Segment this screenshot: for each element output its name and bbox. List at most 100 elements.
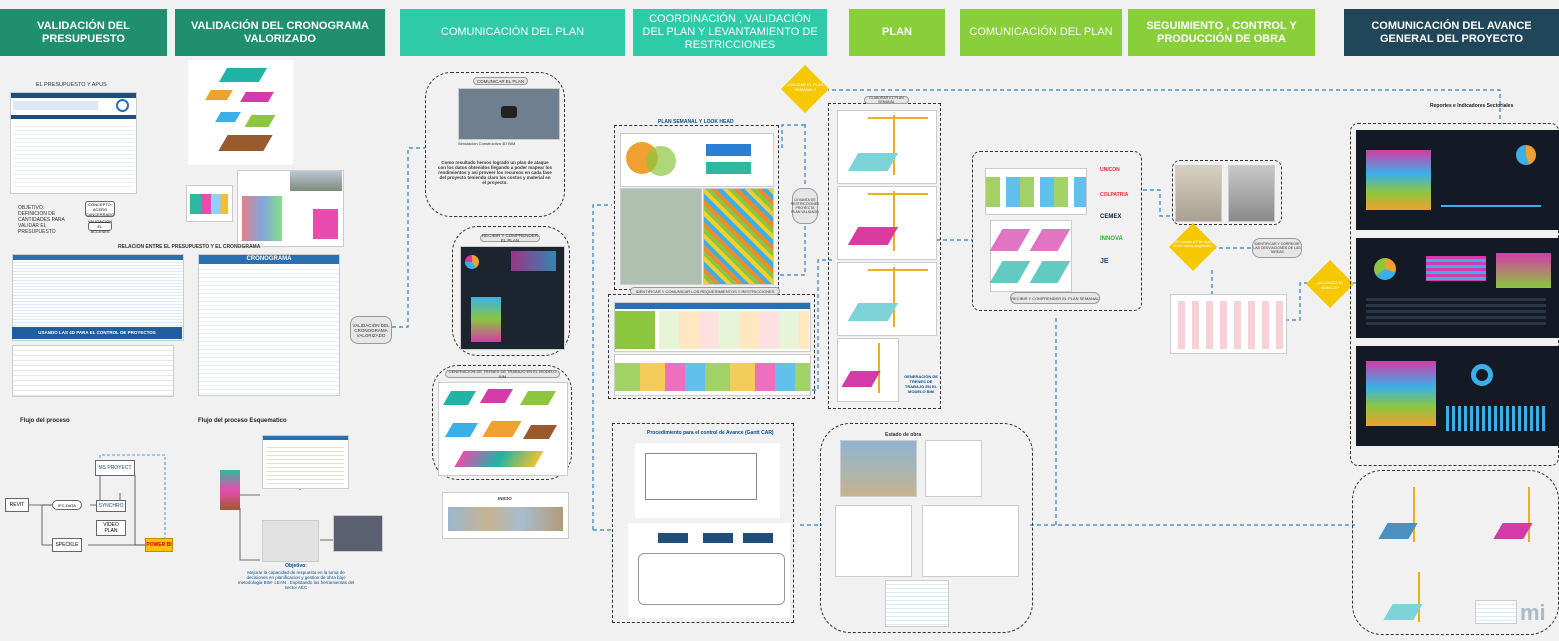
- revit-node: REVIT: [5, 498, 29, 512]
- avance-table: [1475, 600, 1517, 624]
- crane-model-1: [837, 110, 937, 184]
- validar-plan-text: ¿VALIDAR EL PLAN SEMANAL?: [786, 82, 824, 92]
- speckle-node: SPECKLE: [52, 538, 82, 552]
- dashboard-3: [1356, 346, 1559, 446]
- header-comunicacion-plan-2: COMUNICACIÓN DEL PLAN: [960, 9, 1122, 56]
- recibir-plan-group: [452, 226, 570, 356]
- video-plan-node: VIDEO PLAN: [96, 520, 126, 536]
- dashboard-1: [1356, 130, 1559, 230]
- relacion-sheet: [12, 254, 184, 341]
- validacion-box: VALIDACION EL ACCESES: [88, 219, 112, 234]
- plan-semanal-title: PLAN SEMANAL Y LOOK HEAD: [655, 119, 737, 125]
- gantt-thumb: [186, 185, 233, 222]
- inicio-box: INICIO: [442, 492, 569, 539]
- exploded-model: [188, 60, 293, 165]
- logo-3: CEMEX: [1100, 214, 1122, 220]
- photo-collage: [237, 170, 344, 247]
- ifc-node: IFC-DATA: [52, 500, 82, 510]
- comunicar-plan-group: [425, 72, 565, 217]
- meeting-photos: [620, 188, 702, 285]
- lookahead-chart: [620, 133, 774, 187]
- logo-1: UNICON: [1100, 167, 1120, 173]
- comunicar-plan-label: COMUNICAR EL PLAN: [473, 77, 528, 85]
- video-caption: Simulacion Constructiva 4D BIM: [458, 141, 516, 146]
- generacion-label: GENERACIÓN DE TRENES DE TRABAJO EN EL MO…: [904, 374, 938, 394]
- concepto-box: CONCEPTO: ACERO CANCERRADO: [85, 201, 115, 217]
- header-validacion-cronograma: VALIDACIÓN DEL CRONOGRAMA VALORIZADO: [175, 9, 385, 56]
- msproject-node: MS PROYECT: [95, 460, 135, 476]
- blue-note: USANDO LAS 4D PARA EL CONTROL DE PROYECT…: [12, 327, 182, 339]
- avance-model-3: [1380, 570, 1440, 630]
- synchro-node: SYNCHRO: [96, 500, 126, 512]
- site-photo-1: [1175, 165, 1222, 222]
- budget-sheet: [10, 92, 137, 194]
- flujo-proceso-title: Flujo del proceso: [20, 418, 70, 424]
- flujo-esquematico-title: Flujo del proceso Esquematico: [198, 418, 287, 424]
- plan-models: [989, 220, 1072, 292]
- crane-model-4: [837, 338, 899, 402]
- restricciones-table: [614, 302, 811, 352]
- budget-title: EL PRESUPUESTO Y APUS: [36, 82, 107, 88]
- dashboard-2: [1356, 238, 1559, 338]
- trenes-thumb: [438, 382, 568, 476]
- control-table: [1170, 294, 1287, 354]
- plan-table: [985, 168, 1087, 215]
- desviaciones-pill: IDENTIFICAR Y CORREGIR LAS DESVIACIONES …: [1252, 238, 1302, 258]
- procedimiento-flow: [635, 443, 780, 518]
- obra-photo: [840, 440, 917, 497]
- estado-group: [820, 423, 1033, 633]
- video-screen: [333, 515, 383, 552]
- site-photo-2: [1228, 165, 1275, 222]
- video-desc: Como resultado hemos logrado un plan de …: [437, 160, 553, 185]
- header-seguimiento: SEGUIMIENTO , CONTROL Y PRODUCCIÓN DE OB…: [1128, 9, 1315, 56]
- logo-5: JE: [1100, 258, 1109, 265]
- reportes-title: Reportes e Indicadores Sectoriales: [1430, 103, 1514, 109]
- obra-table: [885, 580, 949, 627]
- procedimiento-group: [612, 423, 794, 623]
- levanta-pill: LEVANTA DE RESTRICCIONES PROYECTA PLAN V…: [791, 188, 819, 224]
- relacion-title: RELACION ENTRE EL PRESUPUESTO Y EL CRONO…: [118, 244, 261, 250]
- validacion-cronograma-pill: VALIDACIÓN DEL CRONOGRAMA VALORIZADO: [350, 316, 392, 344]
- obra-model-2: [835, 505, 912, 577]
- sticky-board: [703, 188, 774, 285]
- procedimiento-title: Procedimiento para el control de Avance …: [647, 430, 774, 436]
- plan-label: ELABORAR EL PLAN SEMANAL: [864, 96, 909, 104]
- estado-title: Estado de obra: [885, 432, 922, 438]
- alcanzo-avance-text: ¿ALCANZÓ EL AVANCE?: [1316, 280, 1344, 290]
- crane-model-3: [837, 262, 937, 336]
- synchro-screen: [262, 520, 319, 562]
- objetivo-note: OBJETIVO: DEFINICION DE CANTIDADES PARA …: [18, 205, 65, 235]
- procedimiento-cycle: [628, 523, 790, 618]
- inicio-label: INICIO: [498, 496, 512, 501]
- dashboard-thumb: [460, 246, 565, 350]
- msproject-screen: [262, 435, 349, 489]
- header-validacion-presupuesto: VALIDACIÓN DEL PRESUPUESTO: [0, 9, 167, 56]
- recibir-plan-semanal-label: RECIBIR Y COMPRENDER EL PLAN SEMANAL: [1010, 292, 1100, 304]
- header-comunicacion-avance: COMUNICACIÓN DEL AVANCE GENERAL DEL PROY…: [1344, 9, 1559, 56]
- objetivo-title: Objetivo:: [285, 563, 307, 569]
- logo-2: COLPATRIA: [1100, 192, 1129, 198]
- logo-4: INNOVA: [1100, 236, 1123, 242]
- powerbi-node: POWER BI: [145, 538, 173, 552]
- model-thumb: [220, 470, 240, 510]
- requerimientos-label: IDENTIFICAR Y COMUNICAR LOS REQUERIMIENT…: [630, 287, 780, 295]
- small-table: [12, 345, 174, 397]
- lookahead-table: [614, 354, 811, 396]
- crane-model-2: [837, 186, 937, 260]
- generacion-trenes-label: GENERACIÓN DE TRENES DE TRABAJO EN EL MO…: [445, 369, 560, 379]
- obra-model-1: [925, 440, 982, 497]
- header-plan: PLAN: [849, 9, 945, 56]
- header-comunicacion-plan: COMUNICACIÓN DEL PLAN: [400, 9, 625, 56]
- watermark: mi: [1520, 600, 1546, 625]
- objetivo-text: Mejorar la capacidad de respuesta en la …: [237, 570, 355, 590]
- video-player[interactable]: [458, 88, 560, 140]
- photos-group: [1172, 160, 1282, 225]
- plan-diario-text: ¿Se cumple el Plan diario de las tareas …: [1173, 240, 1213, 248]
- obra-model-3: [922, 505, 1019, 577]
- comunicacion-plan-group: [972, 151, 1142, 311]
- recibir-plan-label: RECIBIR Y COMPRENDER EL PLAN: [480, 233, 540, 243]
- cronograma-title: CRONOGRAMA: [199, 255, 339, 264]
- generacion-trenes-group: [432, 365, 572, 480]
- header-coordinacion: COORDINACIÓN , VALIDACIÓN DEL PLAN Y LEV…: [633, 9, 827, 56]
- cronograma-sheet: CRONOGRAMA: [198, 254, 340, 396]
